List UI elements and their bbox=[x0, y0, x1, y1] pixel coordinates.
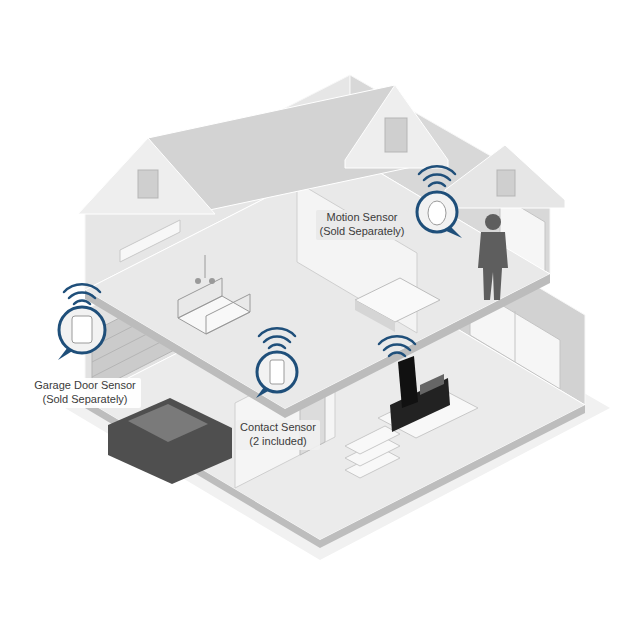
gable bbox=[78, 138, 215, 214]
wifi-arc bbox=[389, 353, 405, 356]
wifi-arc bbox=[384, 344, 410, 350]
sensor-label: Garage Door Sensor (Sold Separately) bbox=[29, 378, 141, 408]
gable bbox=[345, 85, 448, 168]
phone-handset bbox=[398, 356, 418, 408]
wifi-arc bbox=[269, 345, 285, 348]
wifi-arc bbox=[429, 183, 445, 186]
crib-rail bbox=[178, 278, 222, 318]
window bbox=[138, 170, 158, 198]
window bbox=[497, 170, 515, 196]
contact-sensor-icon bbox=[270, 360, 284, 384]
crib-rail bbox=[206, 294, 250, 334]
bed-side bbox=[355, 300, 395, 332]
wifi-arc bbox=[74, 301, 90, 304]
badge-circle bbox=[59, 307, 105, 353]
stair-step bbox=[345, 426, 400, 454]
motion-sensor-icon bbox=[428, 201, 446, 225]
label-box: Garage Door Sensor (Sold Separately) bbox=[29, 378, 141, 408]
crib bbox=[178, 296, 250, 334]
wifi-arc bbox=[419, 166, 455, 174]
upper-floor-edge bbox=[85, 274, 550, 418]
mobile-toy bbox=[209, 278, 215, 284]
gable bbox=[445, 145, 565, 208]
window bbox=[385, 118, 407, 152]
car bbox=[108, 398, 232, 484]
mobile-toy bbox=[195, 278, 201, 284]
sensor-badge bbox=[58, 192, 462, 398]
label-box: Contact Sensor (2 included) bbox=[236, 420, 320, 450]
window-frame bbox=[515, 311, 516, 362]
wifi-arc bbox=[424, 174, 450, 180]
sensor-label: Contact Sensor (2 included) bbox=[236, 420, 320, 450]
badge-circle bbox=[417, 192, 457, 232]
wifi-arc bbox=[259, 328, 295, 336]
wifi-arc bbox=[64, 284, 100, 292]
wifi-arc bbox=[379, 336, 415, 344]
person-head bbox=[485, 214, 501, 230]
wifi-arc bbox=[69, 292, 95, 298]
person bbox=[478, 232, 508, 300]
badge-circle bbox=[257, 352, 297, 392]
label-box: Motion Sensor (Sold Separately) bbox=[316, 210, 408, 240]
wifi-arc bbox=[264, 336, 290, 342]
sensor-label: Motion Sensor (Sold Separately) bbox=[316, 210, 408, 240]
mobile-string bbox=[205, 255, 206, 278]
phone-screen bbox=[420, 374, 444, 395]
car-window bbox=[128, 404, 208, 442]
wifi-icon bbox=[64, 166, 455, 356]
garage-sensor-icon bbox=[72, 316, 92, 343]
